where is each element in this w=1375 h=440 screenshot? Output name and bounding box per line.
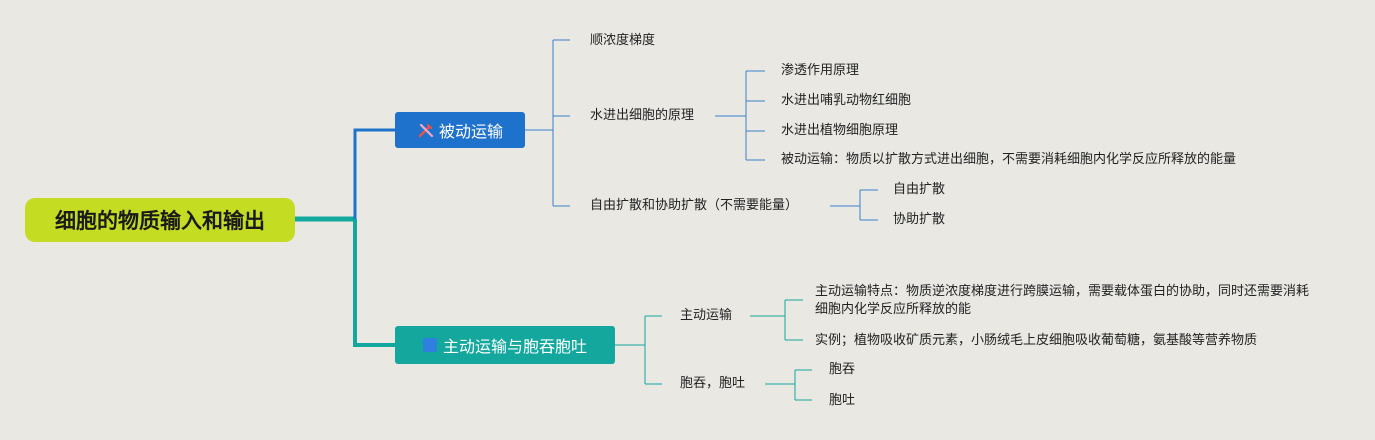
square-icon xyxy=(422,338,437,352)
node-active-transport[interactable]: 主动运输 xyxy=(680,308,733,323)
node-diffusion[interactable]: 自由扩散和协助扩散（不需要能量） xyxy=(590,198,799,213)
node-red-blood-cell[interactable]: 水进出哺乳动物红细胞 xyxy=(781,93,912,108)
branch-active-transport[interactable]: 主动运输与胞吞胞吐 xyxy=(395,326,615,364)
root-topic-label: 细胞的物质输入和输出 xyxy=(55,209,265,233)
node-passive-definition[interactable]: 被动运输：物质以扩散方式进出细胞，不需要消耗细胞内化学反应所释放的能量 xyxy=(781,152,1237,167)
branch-passive-transport[interactable]: 被动运输 xyxy=(395,112,525,148)
node-exocytosis[interactable]: 胞吐 xyxy=(829,393,856,408)
node-active-examples[interactable]: 实例；植物吸收矿质元素，小肠绒毛上皮细胞吸收葡萄糖，氨基酸等营养物质 xyxy=(815,333,1258,348)
node-endo-exocytosis[interactable]: 胞吞，胞吐 xyxy=(680,376,746,391)
node-plant-cell[interactable]: 水进出植物细胞原理 xyxy=(781,123,899,138)
node-gradient[interactable]: 顺浓度梯度 xyxy=(590,33,656,48)
branch-passive-transport-label: 被动运输 xyxy=(438,122,503,141)
node-free-diffusion[interactable]: 自由扩散 xyxy=(893,182,946,197)
tools-icon xyxy=(417,121,435,139)
node-facilitated-diffusion[interactable]: 协助扩散 xyxy=(893,212,946,227)
branch-active-transport-label: 主动运输与胞吞胞吐 xyxy=(442,337,587,356)
node-endocytosis[interactable]: 胞吞 xyxy=(829,362,856,377)
node-active-features[interactable]: 主动运输特点：物质逆浓度梯度进行跨膜运输，需要载体蛋白的协助，同时还需要消耗细胞… xyxy=(815,284,1310,317)
root-topic[interactable]: 细胞的物质输入和输出 xyxy=(25,198,295,242)
node-water-principle[interactable]: 水进出细胞的原理 xyxy=(590,108,695,123)
node-osmosis[interactable]: 渗透作用原理 xyxy=(781,63,860,78)
